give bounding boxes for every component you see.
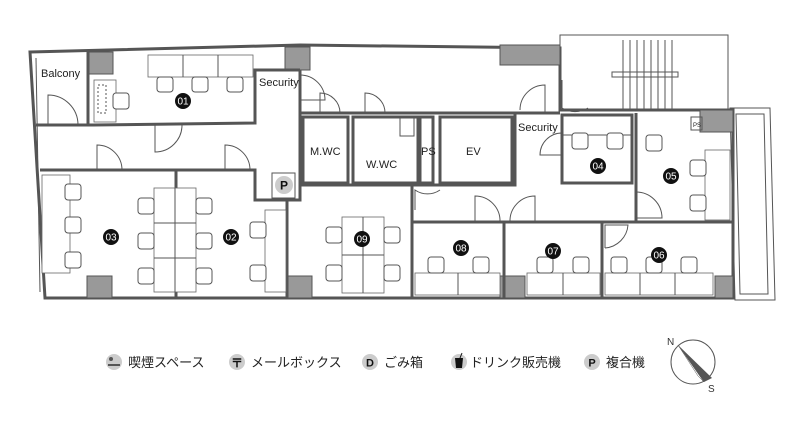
svg-text:03: 03: [105, 233, 117, 244]
office-badge-04: 04: [590, 158, 606, 174]
label-security-west: Security: [259, 77, 299, 89]
label-ps: PS: [421, 146, 436, 158]
label-ps-east: PS: [693, 123, 701, 129]
svg-text:ごみ箱: ごみ箱: [384, 355, 423, 370]
svg-text:P: P: [280, 179, 288, 193]
office-badge-07: 07: [545, 243, 561, 259]
legend-item-mailbox: 〒 メールボックス: [229, 354, 342, 370]
label-security-east: Security: [518, 122, 558, 134]
office-badge-09: 09: [354, 231, 370, 247]
ps-room: [418, 115, 435, 185]
office-badge-08: 08: [453, 240, 469, 256]
svg-text:P: P: [588, 358, 595, 370]
copier-icon: [584, 354, 600, 370]
svg-text:02: 02: [225, 233, 237, 244]
legend: 喫煙スペース 〒 メールボックス D ごみ箱 ドリンク販売機 P 複合機: [106, 352, 645, 370]
svg-text:01: 01: [177, 97, 189, 108]
mailbox-icon: [229, 354, 245, 370]
stairs: [611, 40, 679, 110]
label-ev: EV: [466, 146, 481, 158]
svg-text:喫煙スペース: 喫煙スペース: [128, 355, 204, 370]
building-outline: [28, 34, 776, 301]
wwc-room: [351, 115, 420, 185]
trash-icon: [362, 354, 378, 370]
svg-text:〒: 〒: [231, 356, 243, 370]
smoking-icon: [106, 354, 122, 370]
label-balcony: Balcony: [41, 68, 81, 80]
office-badge-01: 01: [175, 93, 191, 109]
furniture: [41, 54, 731, 296]
interior-walls: [36, 52, 733, 298]
ev-room: [438, 115, 514, 185]
office-badges: 01 02 03 04 05 06 07 08 09: [103, 93, 679, 263]
copier-marker: P: [271, 172, 296, 199]
svg-text:06: 06: [653, 251, 665, 262]
office-badge-05: 05: [663, 168, 679, 184]
label-mwc: M.WC: [310, 146, 341, 158]
svg-text:メールボックス: メールボックス: [251, 355, 342, 370]
office-badge-02: 02: [223, 229, 239, 245]
office-badge-03: 03: [103, 229, 119, 245]
svg-text:ドリンク販売機: ドリンク販売機: [470, 355, 561, 370]
columns: [86, 44, 734, 299]
compass-icon: N S: [667, 337, 716, 395]
mwc-room: [301, 115, 350, 185]
legend-item-copier: P 複合機: [584, 354, 645, 370]
svg-text:複合機: 複合機: [606, 355, 645, 370]
legend-item-trash: D ごみ箱: [362, 354, 423, 370]
svg-text:D: D: [366, 358, 374, 370]
legend-item-smoking: 喫煙スペース: [106, 354, 204, 370]
svg-text:05: 05: [665, 172, 677, 183]
office-badge-06: 06: [651, 247, 667, 263]
legend-item-drink: ドリンク販売機: [451, 352, 561, 370]
right-terrace: [729, 107, 776, 301]
svg-text:04: 04: [592, 162, 604, 173]
label-wwc: W.WC: [366, 159, 397, 171]
svg-text:S: S: [708, 384, 715, 395]
doors: [47, 74, 663, 249]
svg-text:N: N: [667, 337, 674, 348]
svg-text:09: 09: [356, 235, 368, 246]
room-04: [560, 113, 634, 185]
svg-text:08: 08: [455, 244, 467, 255]
svg-text:07: 07: [547, 247, 559, 258]
